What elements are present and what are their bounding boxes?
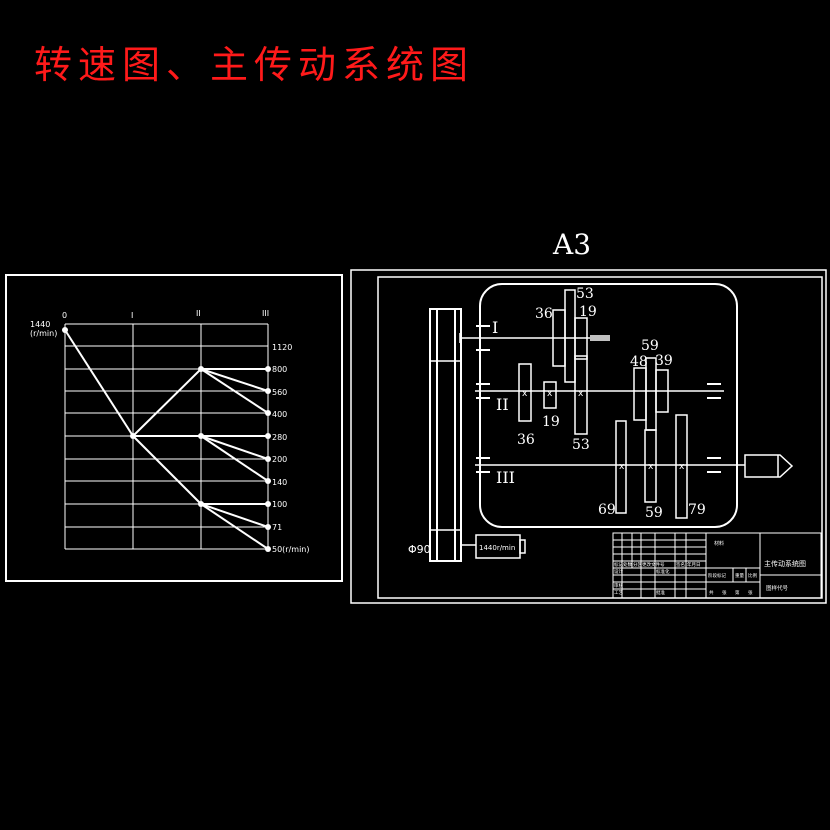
- approve-label: 批准: [656, 589, 665, 596]
- speed-label-140: 140: [272, 478, 287, 487]
- sheet-outer-frame: [350, 269, 827, 604]
- spindle-nose: [744, 454, 794, 478]
- speed-label-280: 280: [272, 433, 287, 442]
- sheet-size-label: A3: [553, 228, 592, 261]
- page-title: 转速图、主传动系统图: [34, 43, 475, 87]
- sheet-number-label: 第: [735, 589, 740, 596]
- sheet-total-label: 共: [709, 589, 714, 596]
- speed-label-560: 560: [272, 388, 287, 397]
- speed-chart-ratio-lines: [64, 329, 269, 550]
- speed-chart: 0 I II III 1440 (r/min) 1120 800 560 400…: [5, 274, 343, 582]
- speed-label-71: 71: [272, 523, 282, 532]
- axis-label-0: 0: [62, 311, 67, 320]
- weight-label: 重量: [735, 572, 744, 579]
- row-label-date: 年月日: [687, 561, 701, 568]
- drawing-name: 主传动系统图: [764, 559, 806, 568]
- gear-label-48: 48: [630, 354, 648, 370]
- material-label: 材料: [714, 540, 724, 547]
- sheet-number-unit: 张: [748, 589, 753, 596]
- pulley-diameter-label: Φ90: [408, 543, 431, 556]
- scale-label: 比例: [748, 572, 757, 579]
- gear-label-69: 69: [598, 502, 616, 518]
- motor: [475, 534, 526, 559]
- gear-label-19-top: 19: [579, 304, 597, 320]
- stage-label: 阶段标记: [708, 572, 726, 579]
- gear-label-36-mid: 36: [517, 432, 535, 448]
- row-label-zone: 分区: [633, 561, 642, 568]
- axis-label-1: I: [131, 311, 133, 320]
- left-label-design: 设计: [614, 568, 623, 575]
- gear-label-59-top: 59: [641, 338, 659, 354]
- row-label-mark: 标记: [614, 561, 623, 568]
- svg-text:x: x: [679, 462, 685, 472]
- gear-label-53-top: 53: [576, 286, 594, 302]
- gear-label-36-top: 36: [535, 306, 553, 322]
- shafts: [459, 333, 745, 546]
- sheet-total-unit: 张: [722, 589, 727, 596]
- gears-shaft-3: [615, 414, 688, 519]
- key-marks: x x x x x x: [522, 389, 685, 472]
- gearbox-housing: [479, 283, 738, 528]
- title-block-text: 材料 主传动系统图 图样代号 标记 处数 分区 更改文件号 签名 年月日 设计 …: [614, 540, 806, 596]
- gear-label-59-bot: 59: [645, 505, 663, 521]
- transmission-labels: I II III 36 53 19 36 19 53 59 48 39 69 5…: [408, 286, 706, 556]
- title-block: [612, 532, 822, 599]
- input-speed-label: 1440: [30, 320, 50, 329]
- svg-text:x: x: [648, 462, 654, 472]
- axis-label-3: III: [262, 309, 269, 318]
- speed-chart-frame: [5, 274, 343, 582]
- shaft-label-3: III: [496, 468, 515, 487]
- transmission-drawing: x x x x x x I II III 36 53 19 36 19 53 59 48…: [350, 269, 827, 604]
- sheet-inner-frame: [377, 276, 823, 599]
- left-label-review: 审核: [614, 582, 623, 589]
- gear-label-79: 79: [688, 502, 706, 518]
- speed-chart-labels: 0 I II III 1440 (r/min) 1120 800 560 400…: [30, 309, 310, 554]
- drawing-code: 图样代号: [766, 584, 789, 592]
- svg-text:x: x: [619, 462, 625, 472]
- bearings: [476, 325, 721, 473]
- speed-label-50: 50(r/min): [272, 545, 310, 554]
- left-label-standard: 标准化: [656, 568, 670, 575]
- speed-label-800: 800: [272, 365, 287, 374]
- speed-chart-nodes: [62, 327, 271, 552]
- svg-text:x: x: [522, 389, 528, 399]
- row-label-count: 处数: [623, 561, 632, 568]
- shaft-label-1: I: [492, 318, 498, 337]
- gears-shaft-1: [552, 289, 610, 383]
- gear-label-19-mid: 19: [542, 414, 560, 430]
- input-speed-unit: (r/min): [30, 329, 57, 338]
- gear-label-39: 39: [655, 353, 673, 369]
- axis-label-2: II: [196, 309, 201, 318]
- svg-text:x: x: [578, 389, 584, 399]
- gear-label-53-mid: 53: [572, 437, 590, 453]
- speed-label-1120: 1120: [272, 343, 292, 352]
- shaft-label-2: II: [496, 395, 509, 414]
- speed-label-200: 200: [272, 455, 287, 464]
- row-label-signature: 签名: [676, 561, 685, 568]
- row-label-change-doc: 更改文件号: [642, 561, 665, 568]
- svg-text:x: x: [547, 389, 553, 399]
- speed-label-400: 400: [272, 410, 287, 419]
- motor-speed-label: 1440r/min: [479, 544, 515, 552]
- speed-label-100: 100: [272, 500, 287, 509]
- belt-pulley: [429, 308, 462, 562]
- left-label-process: 工艺: [614, 590, 623, 596]
